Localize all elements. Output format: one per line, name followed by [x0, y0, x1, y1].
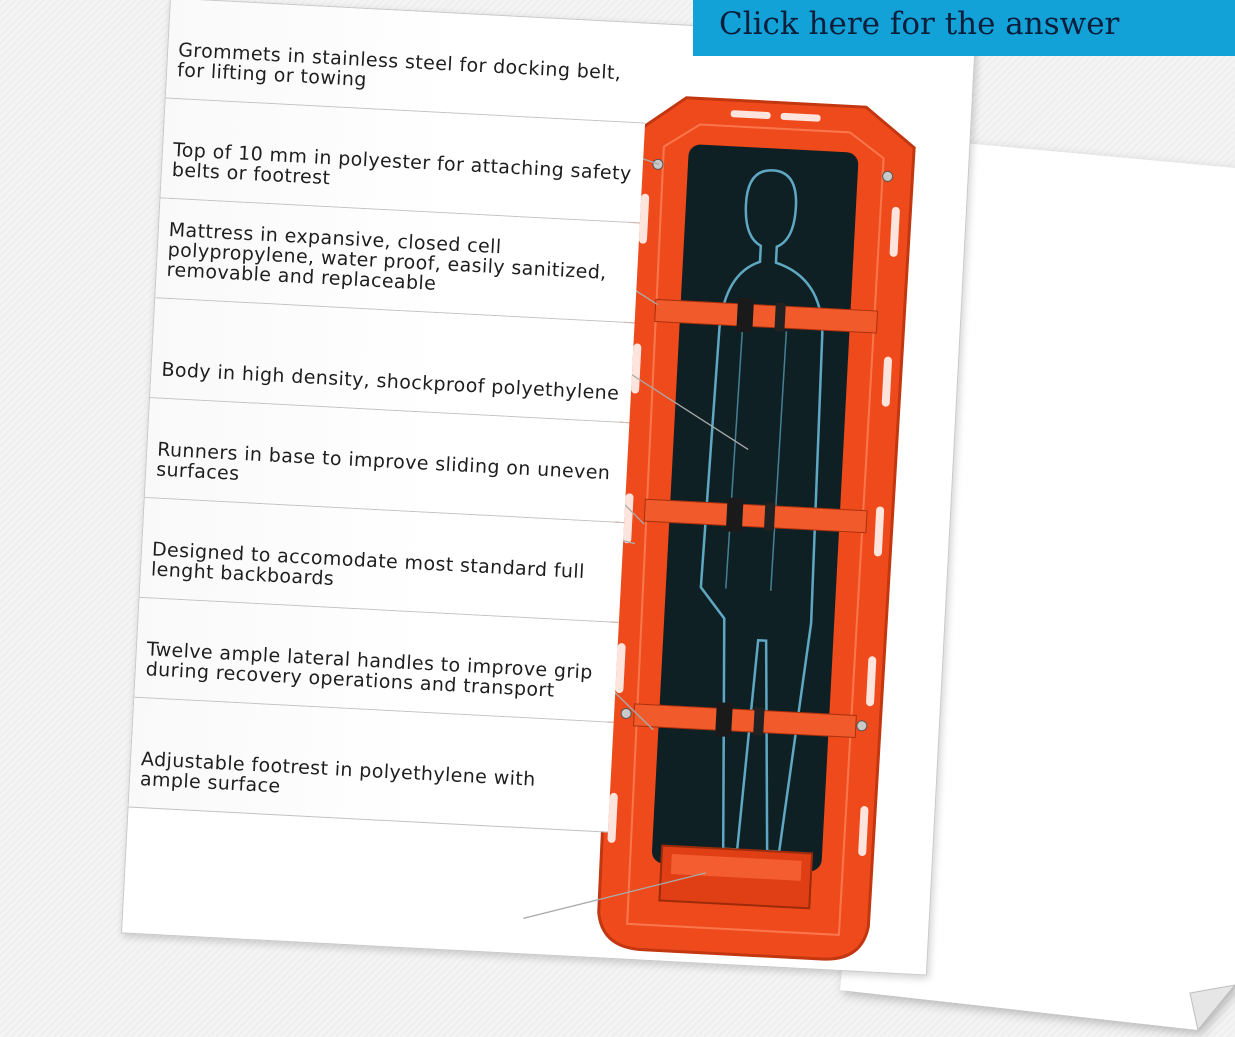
callout-text: Grommets in stainless steel for docking …: [177, 40, 638, 104]
callout-text: Adjustable footrest in polyethylene with…: [140, 749, 601, 813]
callout-text: Designed to accomodate most standard ful…: [151, 539, 612, 603]
callout-text: Top of 10 mm in polyester for attaching …: [171, 140, 632, 204]
answer-button[interactable]: Click here for the answer: [693, 0, 1235, 56]
callout-text: Body in high density, shockproof polyeth…: [161, 360, 621, 404]
callout-text: Runners in base to improve sliding on un…: [156, 440, 617, 504]
callout-text: Mattress in expansive, closed cell polyp…: [166, 220, 629, 304]
stretcher-diagram-card: Grommets in stainless steel for docking …: [121, 0, 976, 976]
callout-text: Twelve ample lateral handles to improve …: [145, 639, 606, 703]
